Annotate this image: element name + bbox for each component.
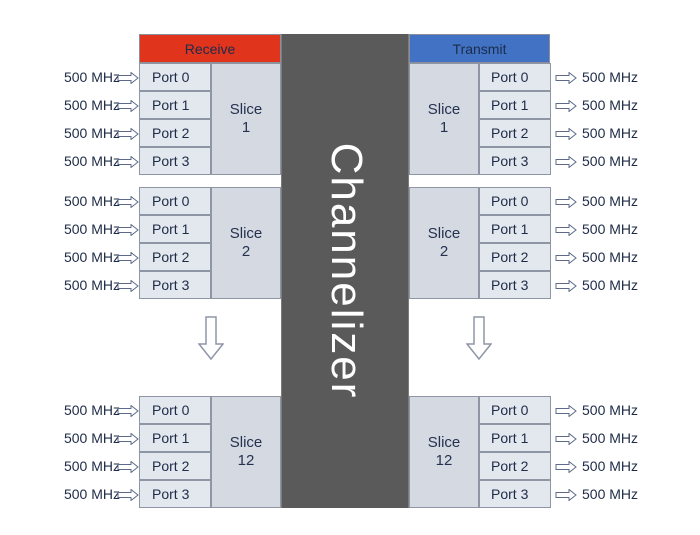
channelizer-block: Channelizer	[281, 34, 409, 508]
rate-label: 500 MHz	[582, 221, 639, 237]
slice-box: Slice 2	[409, 187, 479, 299]
slice-label: Slice 2	[427, 225, 461, 260]
continuation-arrow-down-icon	[198, 316, 224, 360]
flow-arrow-right-icon	[555, 279, 577, 293]
port-cell: Port 2	[479, 452, 551, 480]
flow-arrow-right-icon	[555, 404, 577, 418]
port-cell: Port 0	[479, 396, 551, 424]
port-cell: Port 2	[479, 119, 551, 147]
rate-label: 500 MHz	[582, 458, 639, 474]
flow-arrow-right-icon	[117, 195, 139, 209]
rate-label: 500 MHz	[582, 153, 639, 169]
flow-arrow-right-icon	[555, 432, 577, 446]
slice-box: Slice 1	[211, 63, 281, 175]
slice-label: Slice 1	[229, 101, 263, 136]
rate-label: 500 MHz	[63, 221, 120, 237]
slice-label: Slice 1	[427, 101, 461, 136]
rate-label: 500 MHz	[63, 402, 120, 418]
port-cell: Port 3	[139, 480, 211, 508]
flow-arrow-right-icon	[555, 195, 577, 209]
flow-arrow-right-icon	[117, 279, 139, 293]
port-cell: Port 0	[139, 187, 211, 215]
rate-label: 500 MHz	[582, 125, 639, 141]
rate-label: 500 MHz	[63, 458, 120, 474]
flow-arrow-right-icon	[555, 155, 577, 169]
flow-arrow-right-icon	[117, 460, 139, 474]
flow-arrow-right-icon	[117, 404, 139, 418]
port-cell: Port 0	[479, 187, 551, 215]
rate-label: 500 MHz	[582, 402, 639, 418]
port-cell: Port 3	[479, 147, 551, 175]
rate-label: 500 MHz	[63, 153, 120, 169]
rate-label: 500 MHz	[63, 277, 120, 293]
port-cell: Port 1	[139, 91, 211, 119]
flow-arrow-right-icon	[555, 223, 577, 237]
port-cell: Port 2	[479, 243, 551, 271]
port-cell: Port 1	[479, 91, 551, 119]
slice-label: Slice 12	[427, 434, 461, 469]
flow-arrow-right-icon	[117, 155, 139, 169]
continuation-arrow-down-icon	[466, 316, 492, 360]
flow-arrow-right-icon	[555, 460, 577, 474]
port-cell: Port 1	[139, 215, 211, 243]
port-cell: Port 3	[479, 271, 551, 299]
port-cell: Port 0	[139, 396, 211, 424]
port-cell: Port 2	[139, 452, 211, 480]
channelizer-label: Channelizer	[322, 142, 371, 400]
rate-label: 500 MHz	[582, 193, 639, 209]
slice-box: Slice 12	[211, 396, 281, 508]
port-cell: Port 1	[479, 424, 551, 452]
flow-arrow-right-icon	[555, 251, 577, 265]
port-cell: Port 0	[139, 63, 211, 91]
flow-arrow-right-icon	[555, 127, 577, 141]
receive-header: Receive	[139, 34, 281, 63]
slice-label: Slice 12	[229, 434, 263, 469]
port-cell: Port 3	[139, 271, 211, 299]
rate-label: 500 MHz	[582, 277, 639, 293]
slice-box: Slice 2	[211, 187, 281, 299]
flow-arrow-right-icon	[555, 99, 577, 113]
rate-label: 500 MHz	[582, 430, 639, 446]
rate-label: 500 MHz	[63, 97, 120, 113]
transmit-header: Transmit	[409, 34, 550, 63]
flow-arrow-right-icon	[117, 99, 139, 113]
rate-label: 500 MHz	[582, 486, 639, 502]
flow-arrow-right-icon	[117, 251, 139, 265]
flow-arrow-right-icon	[117, 223, 139, 237]
port-cell: Port 1	[139, 424, 211, 452]
rate-label: 500 MHz	[63, 249, 120, 265]
rate-label: 500 MHz	[582, 69, 639, 85]
rate-label: 500 MHz	[582, 97, 639, 113]
port-cell: Port 1	[479, 215, 551, 243]
port-cell: Port 0	[479, 63, 551, 91]
slice-box: Slice 1	[409, 63, 479, 175]
port-cell: Port 3	[479, 480, 551, 508]
flow-arrow-right-icon	[117, 432, 139, 446]
rate-label: 500 MHz	[63, 486, 120, 502]
slice-label: Slice 2	[229, 225, 263, 260]
flow-arrow-right-icon	[555, 71, 577, 85]
slice-box: Slice 12	[409, 396, 479, 508]
port-cell: Port 3	[139, 147, 211, 175]
port-cell: Port 2	[139, 243, 211, 271]
flow-arrow-right-icon	[117, 488, 139, 502]
flow-arrow-right-icon	[555, 488, 577, 502]
rate-label: 500 MHz	[63, 69, 120, 85]
rate-label: 500 MHz	[63, 193, 120, 209]
rate-label: 500 MHz	[63, 430, 120, 446]
rate-label: 500 MHz	[63, 125, 120, 141]
rate-label: 500 MHz	[582, 249, 639, 265]
port-cell: Port 2	[139, 119, 211, 147]
flow-arrow-right-icon	[117, 127, 139, 141]
flow-arrow-right-icon	[117, 71, 139, 85]
